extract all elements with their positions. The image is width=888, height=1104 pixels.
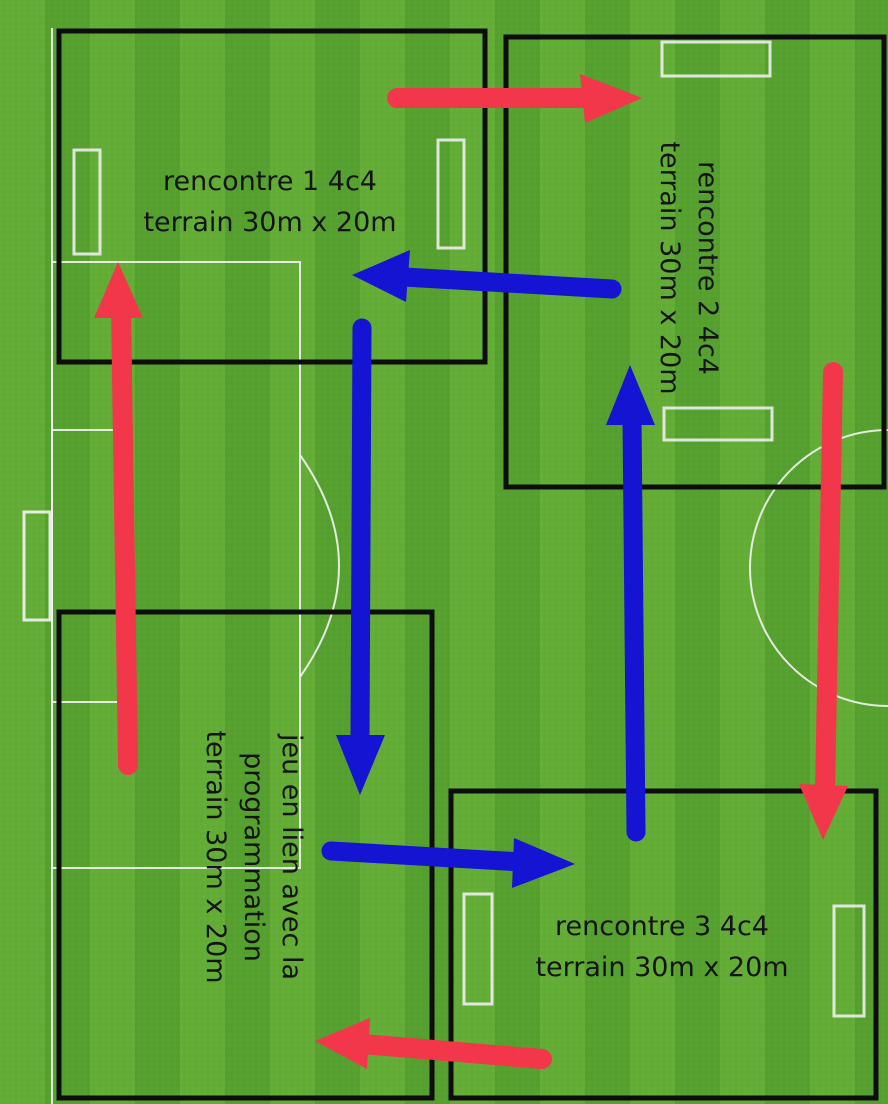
red-arrowhead-down <box>799 784 848 840</box>
goal-zone2-bottom <box>662 406 774 442</box>
label-jeu-line3: terrain 30m x 20m <box>200 730 231 983</box>
zone-rencontre-2 <box>503 34 887 490</box>
goal-zone2-top <box>660 40 772 78</box>
goal-left-side <box>22 510 52 622</box>
blue-arrowhead-down <box>336 735 385 795</box>
zone-rencontre-3 <box>448 788 879 1101</box>
label-rencontre-1-line1: rencontre 1 4c4 <box>163 166 377 197</box>
blue-arrow-shaft-right <box>622 408 646 842</box>
red-arrows <box>94 74 848 1069</box>
goal-zone3-right <box>832 904 866 1018</box>
blue-arrowhead-up <box>606 365 655 425</box>
goal-zone1-left <box>72 148 102 256</box>
zones <box>56 28 887 1101</box>
red-arrowhead-right <box>580 74 642 123</box>
blue-arrow-shaft-center <box>350 318 372 750</box>
blue-arrows <box>321 250 655 888</box>
penalty-arc-left <box>299 454 340 678</box>
zone-rencontre-1 <box>56 28 488 365</box>
label-rencontre-2-line2: terrain 30m x 20m <box>654 141 685 394</box>
red-arrow-shaft-bottom <box>352 1034 552 1069</box>
blue-arrowhead-left <box>352 250 410 302</box>
label-rencontre-3-line1: rencontre 3 4c4 <box>555 911 769 942</box>
blue-arrowhead-right <box>512 838 575 888</box>
label-jeu-programmation: jeu en lien avec la programmation terrai… <box>200 730 307 983</box>
red-arrowhead-up <box>94 262 143 318</box>
label-rencontre-1: rencontre 1 4c4 terrain 30m x 20m <box>143 166 396 238</box>
red-arrow-shaft-right <box>815 362 843 800</box>
blue-arrow-shaft-bottom <box>321 841 532 872</box>
goal-zone3-left <box>462 892 494 1006</box>
label-rencontre-3: rencontre 3 4c4 terrain 30m x 20m <box>535 911 788 983</box>
label-rencontre-2-line1: rencontre 2 4c4 <box>692 161 723 375</box>
label-rencontre-3-line2: terrain 30m x 20m <box>535 952 788 983</box>
label-jeu-line1: jeu en lien avec la <box>276 733 307 980</box>
label-rencontre-2: rencontre 2 4c4 terrain 30m x 20m <box>654 141 723 394</box>
training-goals <box>72 40 866 1018</box>
goal-zone1-right <box>436 138 466 250</box>
label-rencontre-1-line2: terrain 30m x 20m <box>143 207 396 238</box>
blue-arrow-shaft-top <box>394 267 622 299</box>
red-arrow-shaft-left <box>111 300 138 775</box>
red-arrowhead-left <box>315 1018 370 1069</box>
label-jeu-line2: programmation <box>238 752 269 962</box>
